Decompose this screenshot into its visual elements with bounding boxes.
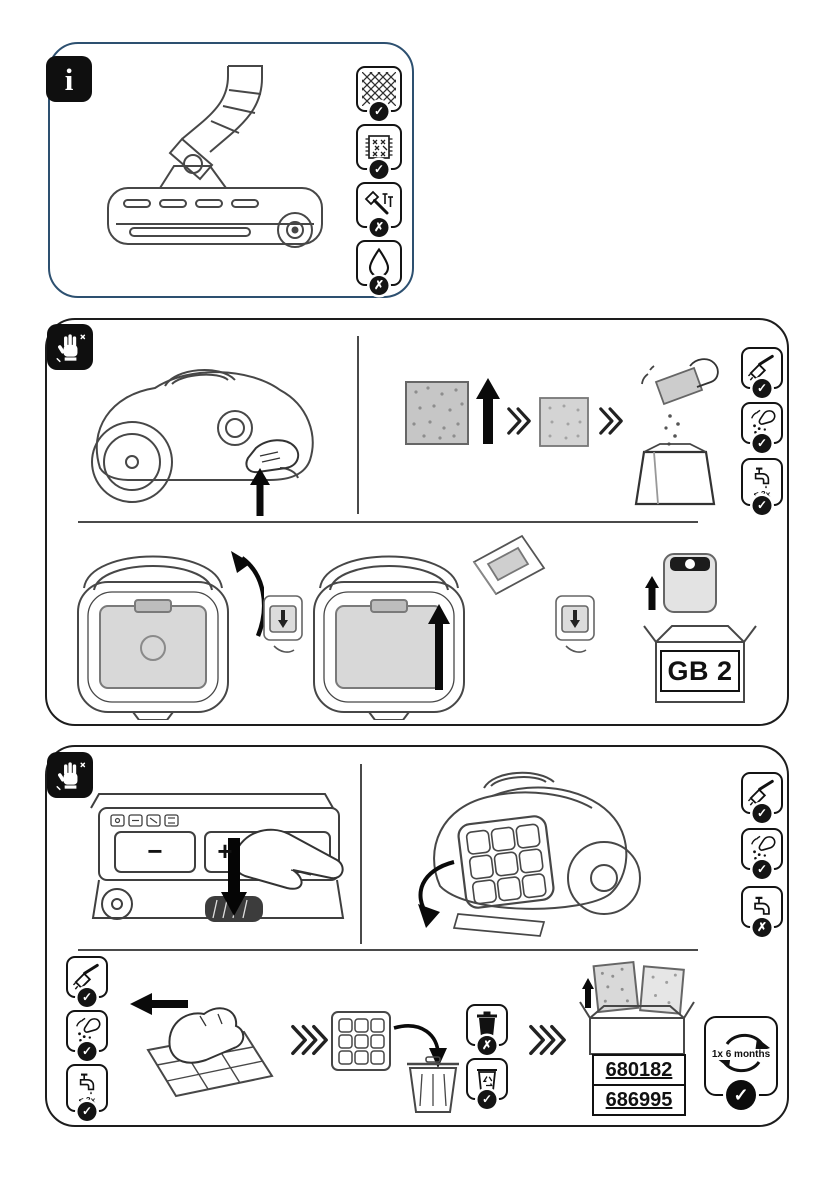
section-divider — [357, 336, 359, 514]
household-trash-cell: ✗ — [466, 1004, 508, 1055]
nails-icon — [364, 190, 393, 215]
status-mark: ✗ — [369, 218, 389, 237]
status-mark: ✗ — [752, 918, 772, 937]
dustbag-badge — [47, 324, 93, 370]
info-icon: i — [64, 61, 74, 97]
status-mark: ✓ — [752, 496, 772, 515]
rug-icon — [365, 135, 393, 159]
press-up-arrow — [250, 468, 270, 516]
rinse-limit-label: < 3x — [78, 1095, 96, 1106]
bag-release-thumbnail — [263, 595, 303, 653]
status-mark: ✓ — [752, 379, 772, 398]
open-lid-vacuum-new-bag-illustration — [313, 555, 465, 720]
status-mark: ✓ — [369, 160, 389, 179]
brush-clean-icon — [748, 779, 776, 807]
next-step-chevrons — [506, 406, 532, 436]
status-mark: ✗ — [369, 276, 389, 295]
status-mark: ✓ — [369, 102, 389, 121]
section-divider — [78, 521, 698, 523]
care-rinse-cell: ✗ — [741, 886, 783, 937]
clean-shake-cell: ✓ — [66, 1010, 108, 1061]
status-mark: ✓ — [77, 1042, 97, 1061]
liquids-icon — [368, 247, 390, 278]
wipe-filter-illustration — [130, 993, 274, 1098]
rinse-tap-icon — [750, 465, 774, 489]
surface-nails-cell: ✗ — [356, 182, 402, 237]
status-mark: ✓ — [77, 1102, 97, 1121]
press-down-arrow — [221, 838, 247, 916]
surface-liquids-cell: ✗ — [356, 240, 402, 295]
status-mark: ✗ — [477, 1036, 497, 1055]
next-step-chevrons — [290, 1022, 330, 1058]
into-bin-arrow — [429, 1048, 447, 1068]
status-mark: ✓ — [77, 988, 97, 1007]
status-mark: ✓ — [726, 1080, 756, 1110]
minus-button-shape — [114, 831, 196, 873]
care-brush-cell: ✓ — [741, 772, 783, 823]
shake-out-icon — [748, 835, 776, 863]
rinse-tap-icon — [749, 894, 775, 920]
gloves-icon — [54, 331, 86, 363]
clean-rinse-cell: < 3x ✓ — [66, 1064, 108, 1121]
trash-bin-icon — [477, 1011, 497, 1037]
recycle-bin-cell: ✓ — [466, 1058, 508, 1109]
spare-part-numbers: 680182 686995 — [592, 1054, 686, 1116]
brush-clean-icon — [73, 963, 101, 991]
vacuum-canister-illustration — [91, 369, 314, 503]
status-mark: ✓ — [477, 1090, 497, 1109]
next-step-chevrons — [528, 1022, 568, 1058]
open-lid-vacuum-illustration — [77, 555, 229, 720]
carpet-icon — [362, 72, 396, 106]
interval-label: 1x 6 months — [709, 1049, 773, 1060]
filter-door-open-illustration — [418, 771, 641, 937]
filter-illustration — [539, 397, 589, 447]
replacement-interval-cell: 1x 6 months ✓ — [704, 1016, 778, 1110]
unpack-up-arrow — [582, 978, 594, 1008]
care-rinse-cell: < 3x ✓ — [741, 458, 783, 515]
surface-carpet-cell: ✓ — [356, 66, 402, 121]
surface-rug-cell: ✓ — [356, 124, 402, 179]
bag-insert-up-arrow — [428, 604, 450, 690]
status-mark: ✓ — [752, 804, 772, 823]
section-divider — [360, 764, 362, 944]
bag-seat-thumbnail — [555, 595, 595, 653]
part-number: 680182 — [594, 1056, 684, 1086]
wiping-hand — [168, 1007, 245, 1064]
power-plus-label: + — [217, 835, 233, 866]
recycle-bin-icon — [477, 1069, 497, 1092]
door-open-curved-arrow — [418, 904, 440, 928]
pack-up-arrow — [645, 576, 659, 610]
bag-type-label: GB 2 — [660, 650, 740, 692]
care-shake-cell: ✓ — [741, 828, 783, 879]
power-minus-label: − — [147, 835, 163, 866]
gloves-icon — [54, 759, 86, 791]
section-divider — [78, 949, 698, 951]
shake-out-icon — [748, 409, 776, 437]
rinse-limit-label: < 3x — [753, 489, 771, 500]
spare-filter-box-illustration — [579, 960, 695, 1055]
clean-brush-cell: ✓ — [66, 956, 108, 1007]
care-brush-cell: ✓ — [741, 347, 783, 398]
status-mark: ✓ — [752, 434, 772, 453]
rinse-tap-icon — [75, 1071, 99, 1095]
control-panel-illustration — [90, 793, 345, 922]
info-badge: i — [46, 56, 92, 102]
next-step-chevrons — [598, 406, 624, 436]
dirty-filter-illustration — [405, 378, 500, 445]
shake-out-icon — [73, 1017, 101, 1045]
remove-up-arrow — [476, 378, 500, 444]
filter-badge — [47, 752, 93, 798]
wipe-left-arrow — [130, 993, 188, 1015]
replacement-bag-box-illustration — [643, 553, 757, 703]
turbo-nozzle-illustration — [107, 65, 323, 248]
shake-filter-over-bag-illustration — [634, 358, 719, 506]
info-panel — [48, 42, 414, 298]
bag-sleeve-illustration — [472, 534, 546, 596]
lid-open-curved-arrow — [231, 551, 264, 637]
filter-disposal-illustration — [331, 1011, 459, 1113]
status-mark: ✓ — [752, 860, 772, 879]
care-shake-cell: ✓ — [741, 402, 783, 453]
part-number: 686995 — [605, 1088, 673, 1111]
brush-clean-icon — [748, 354, 776, 382]
